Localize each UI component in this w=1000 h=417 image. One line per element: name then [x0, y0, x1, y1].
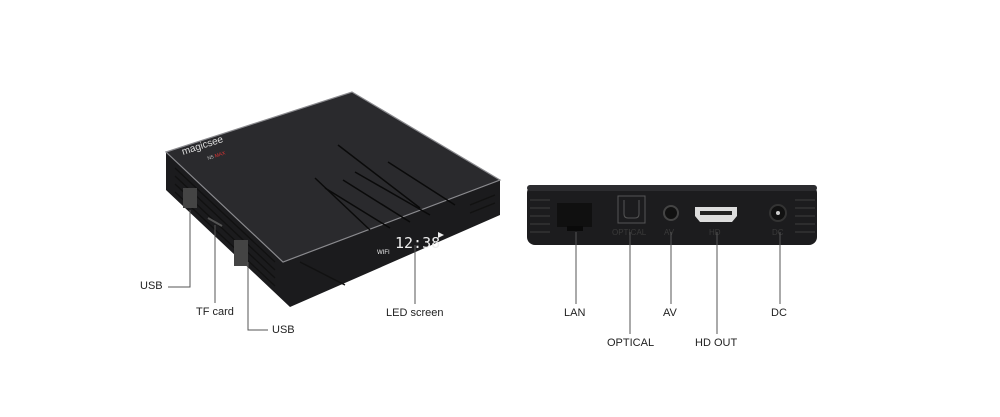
callout-lan: LAN: [564, 307, 586, 319]
optical-port: [617, 195, 646, 224]
callout-usb-2: USB: [272, 324, 295, 336]
tv-box-rear: OPTICAL AV HD DC: [527, 185, 817, 245]
callout-dc: DC: [771, 307, 787, 319]
usb-port-1: [183, 188, 197, 208]
tf-slot: [207, 217, 223, 227]
usb-port-2: [234, 240, 248, 266]
av-port: [663, 205, 679, 221]
callout-led-screen: LED screen: [386, 307, 444, 319]
callout-optical: OPTICAL: [607, 337, 655, 349]
svg-text:N5 MAX: N5 MAX: [207, 150, 227, 162]
dc-print: DC: [772, 228, 784, 237]
callout-av: AV: [663, 307, 677, 319]
wifi-indicator: WIFI: [377, 250, 390, 256]
led-time: 12:38: [395, 234, 440, 252]
av-print: AV: [664, 228, 675, 237]
tv-box-angled: magicsee N5 MAX WIFI 12:38: [164, 91, 502, 307]
callout-hd-out: HD OUT: [695, 337, 738, 349]
optical-print: OPTICAL: [612, 228, 647, 237]
lan-port: [557, 203, 592, 227]
hd-print: HD: [709, 228, 721, 237]
callout-tf-card: TF card: [196, 306, 234, 318]
callout-lines: [168, 210, 781, 334]
callout-usb-1: USB: [140, 280, 163, 292]
